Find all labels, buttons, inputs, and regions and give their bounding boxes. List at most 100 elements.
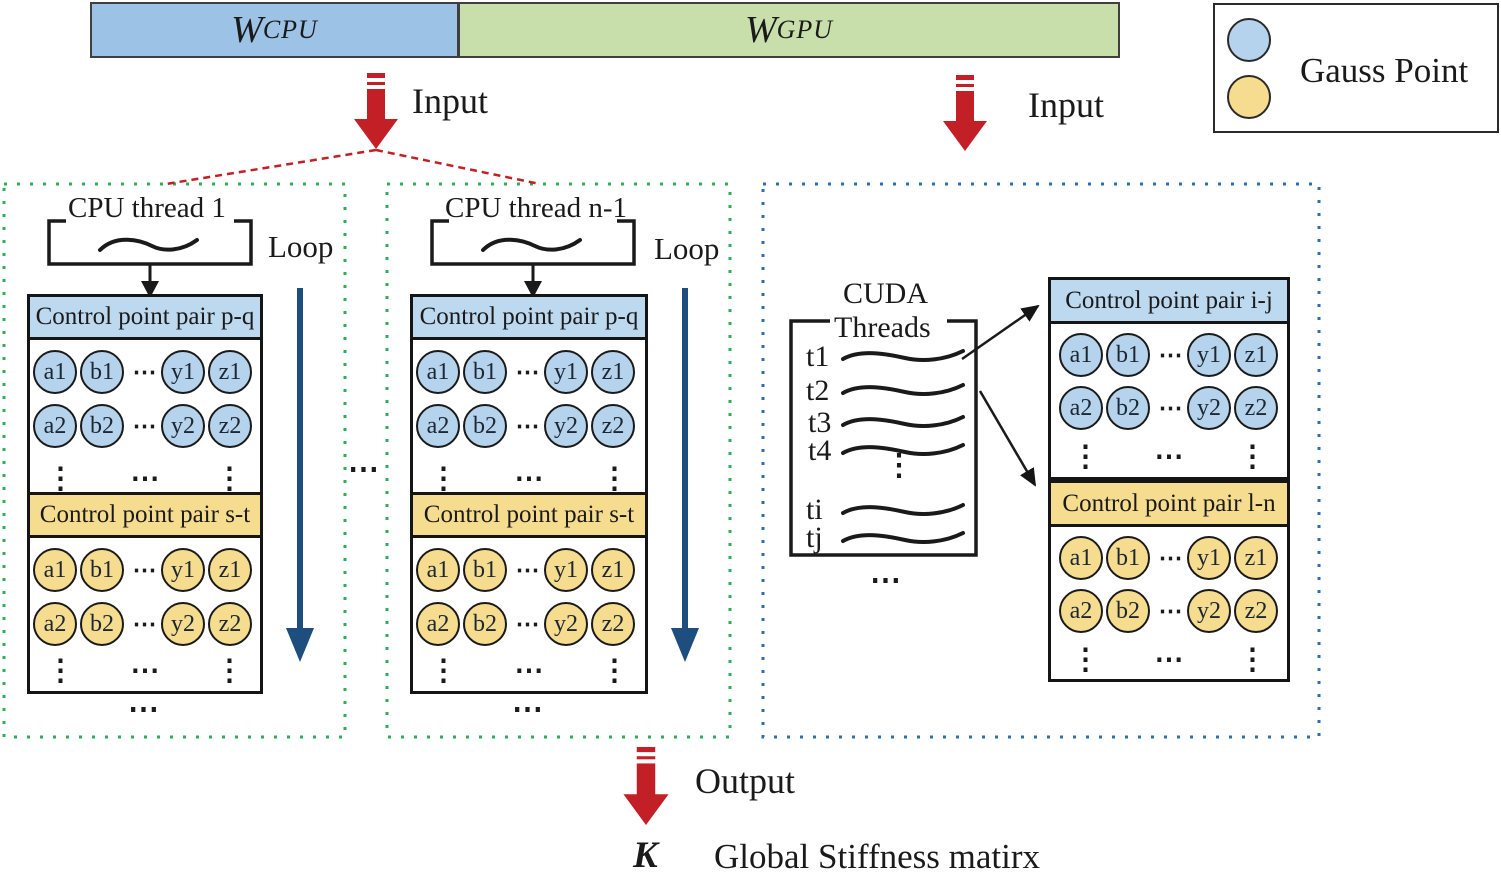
gauss-point: y1 <box>161 350 205 394</box>
gauss-point: z1 <box>1234 536 1278 580</box>
gauss-point: a2 <box>1059 386 1103 430</box>
stiffness-matrix-symbol: K <box>633 835 658 876</box>
ellipsis: ⋯ <box>128 691 159 726</box>
ellipsis: ⋯ <box>132 611 157 638</box>
gauss-point: a1 <box>416 350 460 394</box>
ellipsis: ⋯ <box>132 413 157 440</box>
ellipsis: ⋯ <box>515 557 540 584</box>
gauss-point: y2 <box>544 404 588 448</box>
gauss-point: a1 <box>1059 536 1103 580</box>
stiffness-matrix-caption: Global Stiffness matirx <box>714 837 1040 876</box>
ellipsis: ⋯ <box>1154 644 1184 677</box>
gauss-point: z2 <box>208 404 252 448</box>
gauss-point-grid: a1 b1 ⋯ y1 z1 a2 b2 ⋯ y2 z2 ⋮ ⋯ ⋮ <box>30 548 260 688</box>
vertical-ellipsis: ⋮ <box>1071 441 1100 474</box>
input-arrow-left-icon <box>354 73 398 149</box>
control-point-pair-header: Control point pair i-j <box>1051 280 1287 324</box>
ellipsis: ⋯ <box>132 359 157 386</box>
cpu-thread-1-title: CPU thread 1 <box>68 192 226 224</box>
cuda-threads-title: Threads <box>834 311 931 344</box>
gauss-point-grid: a1 b1 ⋯ y1 z1 a2 b2 ⋯ y2 z2 ⋮ ⋯ ⋮ <box>1051 536 1287 677</box>
cpu-thread-1-bracket <box>47 219 253 298</box>
w-gpu-label: W <box>744 9 777 51</box>
gauss-point: y1 <box>544 350 588 394</box>
gauss-point: y2 <box>1187 386 1231 430</box>
legend-box: Gauss Point <box>1213 3 1499 133</box>
gauss-point: z1 <box>591 350 635 394</box>
ellipsis: ⋯ <box>1154 441 1184 474</box>
gauss-point-blue-icon <box>1227 18 1271 62</box>
loop-arrow-cpu1 <box>286 288 314 662</box>
thread-label-ti: ti <box>806 493 823 526</box>
control-point-pair-header: Control point pair s-t <box>30 492 260 538</box>
gauss-point: b2 <box>80 404 124 448</box>
ellipsis: ⋯ <box>515 359 540 386</box>
w-cpu-subscript: CPU <box>262 15 318 44</box>
gauss-point: b2 <box>463 602 507 646</box>
ellipsis: ⋯ <box>512 691 543 726</box>
gauss-point: a1 <box>416 548 460 592</box>
ellipsis: ⋯ <box>514 655 544 688</box>
cuda-thread-waves <box>841 349 965 544</box>
gauss-point: z2 <box>1234 589 1278 633</box>
loop-label-cpun: Loop <box>654 231 720 266</box>
gauss-point: b1 <box>80 350 124 394</box>
gauss-point: a2 <box>416 404 460 448</box>
input-label-right: Input <box>1028 85 1104 125</box>
gauss-point: b2 <box>1106 386 1150 430</box>
gpu-yellow-control-point-box: Control point pair l-n a1 b1 ⋯ y1 z1 a2 … <box>1048 480 1290 682</box>
control-point-pair-header: Control point pair p-q <box>30 297 260 340</box>
gauss-point: a1 <box>33 350 77 394</box>
vertical-ellipsis: ⋮ <box>215 655 244 688</box>
loop-label-cpu1: Loop <box>268 229 334 264</box>
ellipsis: ⋯ <box>130 655 160 688</box>
thread-wave-icon <box>481 237 582 252</box>
gauss-point: y2 <box>544 602 588 646</box>
gauss-point: z1 <box>1234 333 1278 377</box>
gauss-point: b2 <box>463 404 507 448</box>
vertical-ellipsis: ⋮ <box>429 463 458 496</box>
thread-label-t1: t1 <box>806 340 830 373</box>
input-split-dashed-lines <box>165 148 541 186</box>
thread-label-t3: t3 <box>808 406 832 439</box>
gauss-point: a1 <box>33 548 77 592</box>
gauss-point-grid: a1 b1 ⋯ y1 z1 a2 b2 ⋯ y2 z2 ⋮ ⋯ ⋮ <box>30 350 260 496</box>
control-point-pair-header: Control point pair s-t <box>413 492 645 538</box>
control-point-pair-header: Control point pair p-q <box>413 297 645 340</box>
gauss-point: a1 <box>1059 333 1103 377</box>
vertical-ellipsis: ⋮ <box>215 463 244 496</box>
gauss-point: z1 <box>591 548 635 592</box>
gauss-point: y1 <box>544 548 588 592</box>
gauss-point-grid: a1 b1 ⋯ y1 z1 a2 b2 ⋯ y2 z2 ⋮ ⋯ ⋮ <box>413 350 645 496</box>
gauss-point: z1 <box>208 548 252 592</box>
gauss-point: z2 <box>591 602 635 646</box>
gauss-point: b1 <box>1106 333 1150 377</box>
loop-arrow-cpun <box>671 288 699 662</box>
cpu1-control-point-box: Control point pair p-q a1 b1 ⋯ y1 z1 a2 … <box>27 294 263 694</box>
output-arrow-icon <box>623 747 669 825</box>
thread-wave-icon <box>98 237 199 252</box>
legend-label: Gauss Point <box>1300 51 1469 90</box>
gauss-point-yellow-icon <box>1227 75 1271 119</box>
vertical-ellipsis: ⋮ <box>884 449 914 482</box>
ellipsis: ⋯ <box>1158 598 1183 625</box>
ellipsis: ⋯ <box>515 413 540 440</box>
vertical-ellipsis: ⋮ <box>1238 644 1267 677</box>
gauss-point-grid: a1 b1 ⋯ y1 z1 a2 b2 ⋯ y2 z2 ⋮ ⋯ ⋮ <box>1051 333 1287 474</box>
thread-label-tj: tj <box>806 521 823 554</box>
gauss-point: b1 <box>463 350 507 394</box>
w-cpu-label: W <box>231 9 263 51</box>
vertical-ellipsis: ⋮ <box>46 655 75 688</box>
cpu-thread-n1-bracket <box>430 219 636 298</box>
gauss-point: z1 <box>208 350 252 394</box>
gauss-point: b1 <box>463 548 507 592</box>
gauss-point: a2 <box>33 602 77 646</box>
gauss-point-grid: a1 b1 ⋯ y1 z1 a2 b2 ⋯ y2 z2 ⋮ ⋯ ⋮ <box>413 548 645 688</box>
gauss-point: a2 <box>1059 589 1103 633</box>
vertical-ellipsis: ⋮ <box>600 463 629 496</box>
gauss-point: a2 <box>33 404 77 448</box>
gauss-point: b2 <box>80 602 124 646</box>
gauss-point: y2 <box>161 404 205 448</box>
vertical-ellipsis: ⋮ <box>600 655 629 688</box>
